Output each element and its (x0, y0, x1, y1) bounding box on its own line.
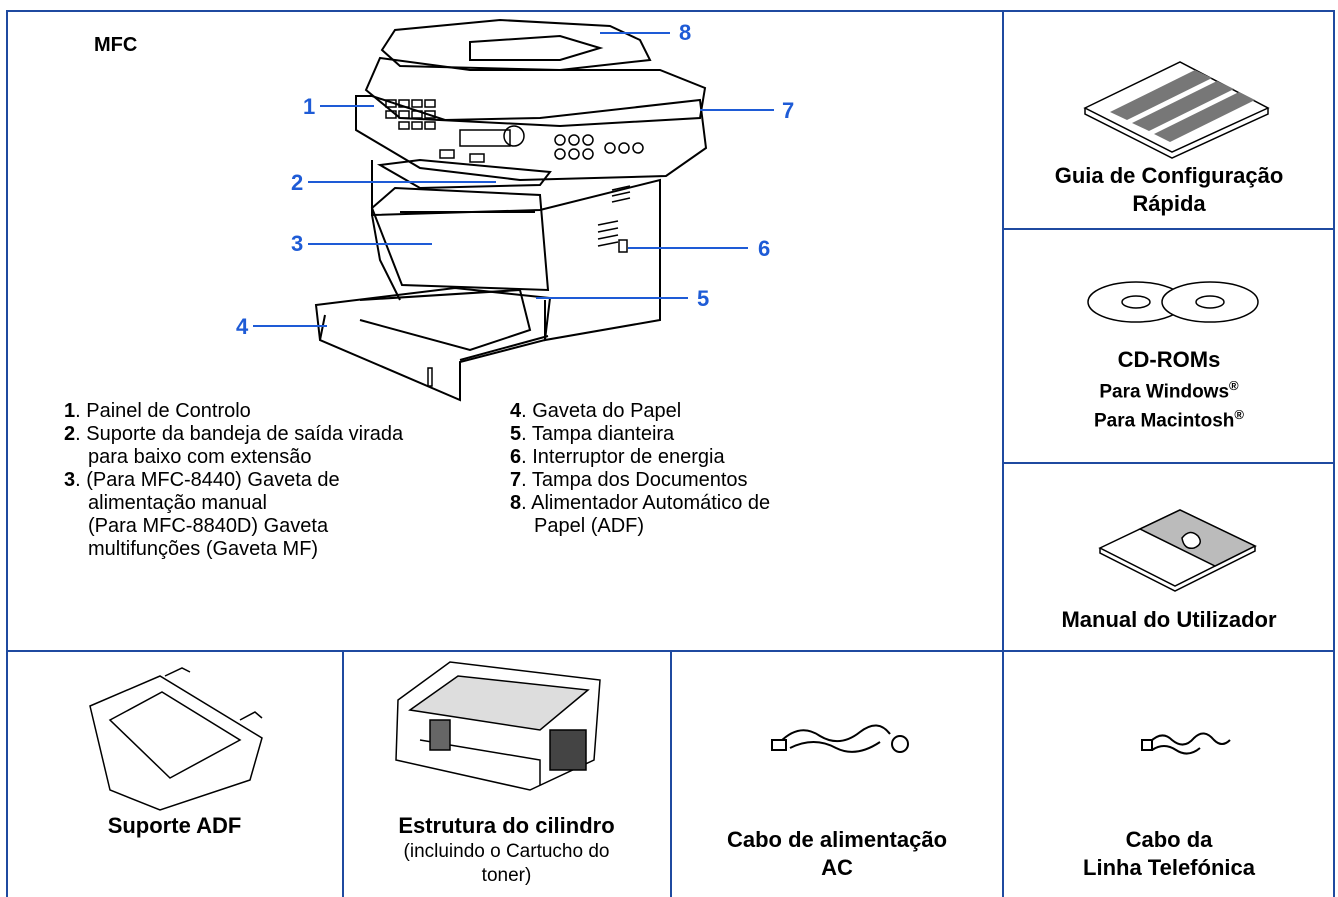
cdrom-label: CD-ROMs Para Windows® Para Macintosh® (1004, 346, 1334, 433)
callout-3: 3 (291, 231, 304, 256)
quick-guide-label: Guia de Configuração Rápida (1004, 162, 1334, 218)
legend-text: . (Para MFC-8440) Gaveta de (75, 469, 340, 491)
side-divider-2 (1002, 462, 1335, 464)
callout-line-5 (536, 297, 688, 299)
legend-item-3: 3. (Para MFC-8440) Gaveta de alimentação… (64, 469, 524, 561)
power-cord-line-1: Cabo de alimentação (726, 827, 948, 852)
phone-cord-line-2: Linha Telefónica (1083, 855, 1255, 880)
legend-num: 4 (510, 400, 522, 422)
legend-num: 1 (64, 400, 76, 422)
drum-title: Estrutura do cilindro (398, 813, 615, 838)
legend-num: 6 (510, 446, 522, 468)
legend-item-5: 5. Tampa dianteira (510, 423, 980, 446)
legend-text: . Tampa dianteira (521, 423, 675, 445)
callout-5: 5 (697, 286, 710, 311)
legend-text: . Tampa dos Documentos (521, 469, 748, 491)
quick-guide-line-1: Guia de Configuração (1054, 163, 1284, 188)
drum-unit-icon (395, 661, 601, 791)
adf-support-icon (89, 667, 263, 811)
legend-item-6: 6. Interruptor de energia (510, 446, 980, 469)
registered-mark: ® (1229, 378, 1239, 393)
legend-num: 3 (64, 469, 76, 491)
cdrom-windows: Para Windows (1099, 381, 1230, 403)
legend-item-8: 8. Alimentador Automático de Papel (ADF) (510, 492, 980, 538)
legend-num: 7 (510, 469, 522, 491)
side-column-divider (1002, 10, 1004, 897)
booklet-icon (1083, 61, 1270, 159)
drum-sub-2: toner) (481, 865, 532, 886)
legend-item-2: 2. Suporte da bandeja de saída virada pa… (64, 423, 524, 469)
bottom-divider-1 (342, 650, 344, 897)
frame-right-border (1333, 10, 1335, 897)
legend-num: 5 (510, 423, 522, 445)
legend-right: 4. Gaveta do Papel 5. Tampa dianteira 6.… (510, 400, 980, 538)
callout-line-3 (308, 243, 432, 245)
callout-6: 6 (758, 236, 771, 261)
frame-top-border (6, 10, 1335, 12)
legend-num: 2 (64, 423, 76, 445)
side-divider-1 (1002, 228, 1335, 230)
callout-8: 8 (679, 20, 692, 45)
machine-title: MFC (94, 34, 138, 56)
legend-item-4: 4. Gaveta do Papel (510, 400, 980, 423)
legend-cont: Papel (ADF) (534, 515, 645, 537)
callout-line-7 (700, 109, 774, 111)
phone-cord-label: Cabo da Linha Telefónica (1004, 826, 1334, 882)
legend-text: . Interruptor de energia (521, 446, 725, 468)
legend-text: . Alimentador Automático de (521, 492, 771, 514)
cdrom-title: CD-ROMs (1117, 347, 1221, 372)
callout-1: 1 (303, 94, 316, 119)
legend-text: . Gaveta do Papel (521, 400, 682, 422)
legend-left: 1. Painel de Controlo 2. Suporte da band… (64, 400, 524, 561)
adf-support-label: Suporte ADF (107, 813, 242, 838)
cdrom-icon (1087, 281, 1259, 323)
registered-mark: ® (1234, 407, 1245, 423)
cdrom-mac: Para Macintosh (1093, 410, 1235, 432)
power-cord-line-2: AC (821, 855, 853, 880)
mfc-printer-illustration (314, 18, 708, 402)
legend-cont: alimentação manual (88, 492, 267, 514)
legend-cont: multifunções (Gaveta MF) (88, 538, 319, 560)
power-cord-label: Cabo de alimentação AC (672, 826, 1002, 882)
drum-label: Estrutura do cilindro (incluindo o Cartu… (344, 812, 669, 888)
phone-cord-line-1: Cabo da (1125, 827, 1213, 852)
frame-left-border (6, 10, 8, 897)
legend-text: . Suporte da bandeja de saída virada (75, 423, 404, 445)
cdrom-windows-row: Para Windows® (1004, 374, 1334, 403)
drum-sub-1: (incluindo o Cartucho do (403, 841, 610, 862)
legend-item-1: 1. Painel de Controlo (64, 400, 524, 423)
manual-icon (1098, 509, 1257, 592)
callout-line-2 (308, 181, 496, 183)
callout-4: 4 (236, 314, 249, 339)
legend-num: 8 (510, 492, 522, 514)
quick-guide-line-2: Rápida (1132, 191, 1206, 216)
bottom-divider-2 (670, 650, 672, 897)
callout-2: 2 (291, 170, 304, 195)
legend-cont: para baixo com extensão (88, 446, 312, 468)
callout-line-4 (253, 325, 327, 327)
manual-label: Manual do Utilizador (1061, 607, 1277, 632)
phone-cord-icon (1141, 732, 1231, 755)
callout-line-8 (600, 32, 670, 34)
legend-item-7: 7. Tampa dos Documentos (510, 469, 980, 492)
callout-7: 7 (782, 98, 795, 123)
legend-text: . Painel de Controlo (75, 400, 251, 422)
power-cord-icon (771, 724, 909, 753)
callout-line-1 (320, 105, 374, 107)
callout-line-6 (628, 247, 748, 249)
cdrom-mac-row: Para Macintosh® (1004, 403, 1334, 432)
legend-cont: (Para MFC-8840D) Gaveta (88, 515, 329, 537)
